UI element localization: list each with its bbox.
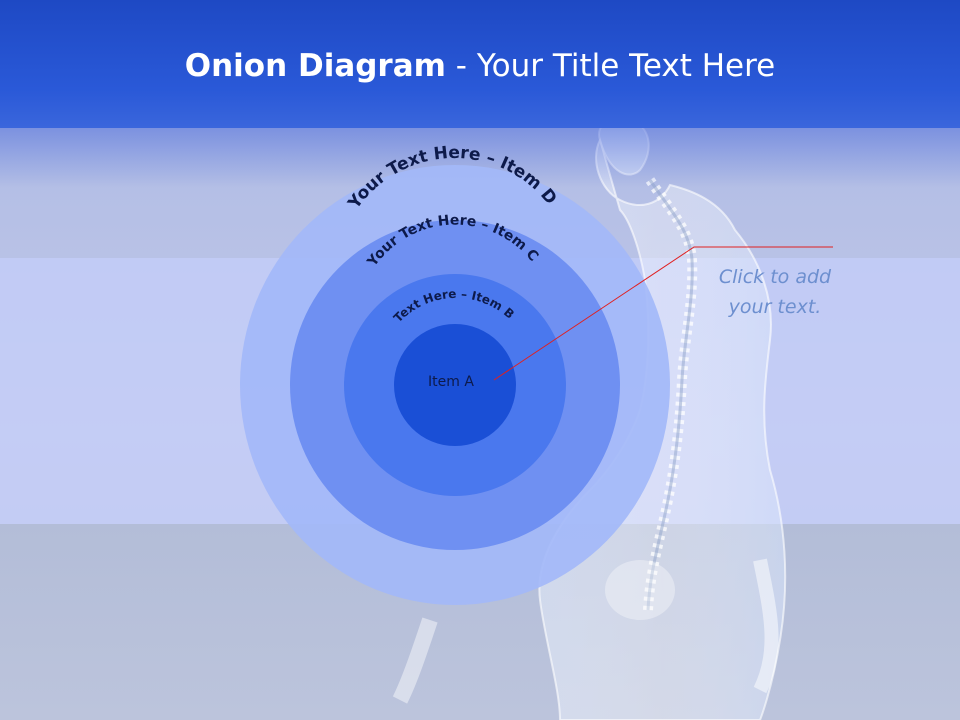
title-bar [0, 0, 960, 128]
ring-label-a[interactable]: Item A [428, 374, 474, 390]
callout-text-box[interactable]: Click to add your text. [690, 262, 860, 322]
title-bold: Onion Diagram [184, 48, 446, 84]
title-rest: - Your Title Text Here [445, 48, 776, 84]
callout-connector-line [493, 246, 833, 381]
ring-item-a [394, 324, 516, 446]
callout-line-2: your text. [728, 296, 822, 318]
slide-title[interactable]: Onion Diagram - Your Title Text Here [0, 46, 960, 86]
callout-line-1: Click to add [718, 266, 832, 288]
